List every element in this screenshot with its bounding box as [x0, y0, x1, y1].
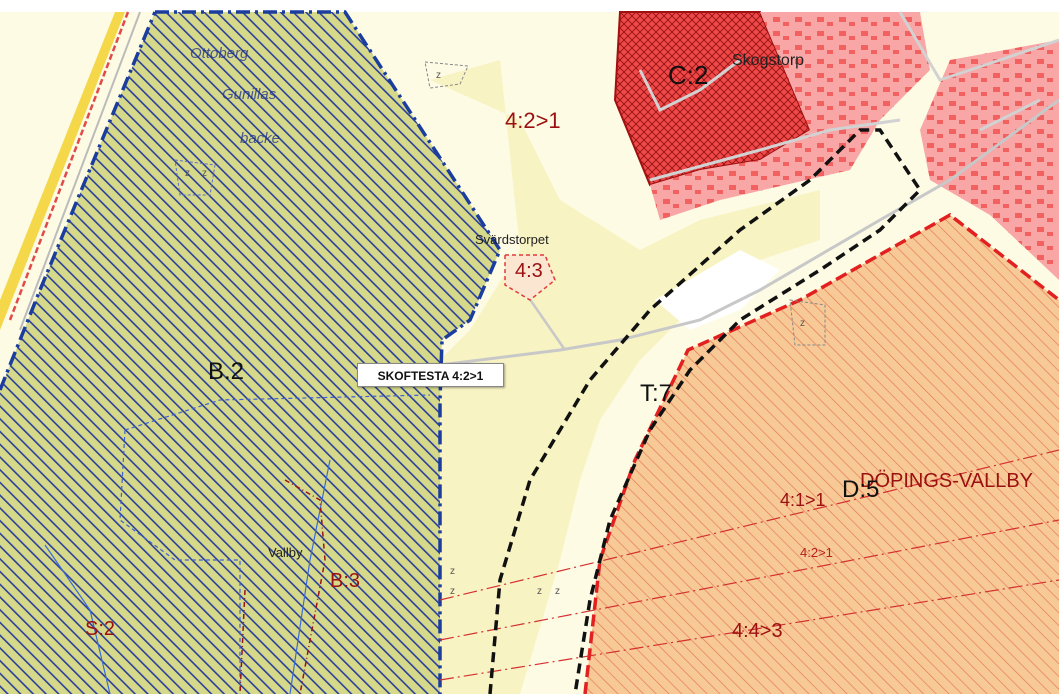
callout-skoftesta[interactable]: SKOFTESTA 4:2>1: [357, 363, 504, 387]
label-place-gunillas: Gunillas: [222, 86, 277, 103]
white-clearing: [655, 250, 780, 330]
label-place-backe: backe: [240, 130, 281, 147]
label-zone-44: 4:4>3: [732, 620, 783, 642]
label-zone-43: 4:3: [515, 260, 543, 282]
zone-b2-inner-boundary: [119, 394, 431, 694]
z-symbol: z: [555, 586, 560, 597]
zone-c2-area[interactable]: [615, 12, 810, 185]
label-place-dopings-vallby: DÖPINGS-VALLBY: [860, 470, 1034, 492]
residential-area-east[interactable]: [920, 40, 1059, 280]
label-zone-42-small: 4:2>1: [800, 545, 833, 560]
label-place-skogstorp: Skogstorp: [732, 52, 805, 69]
corridor-t7-border[interactable]: [488, 128, 923, 694]
z-symbol: z: [537, 586, 542, 597]
label-zone-c2: C:2: [668, 60, 709, 90]
z-symbol: z: [450, 586, 455, 597]
red-path-b3: [239, 479, 326, 694]
pale-yellow-area-center: [430, 60, 820, 694]
highway-edge-red: [8, 11, 130, 321]
residential-area-north[interactable]: [650, 12, 930, 220]
label-zone-b3: B:3: [330, 570, 361, 592]
z-symbol: z: [800, 318, 805, 329]
label-zone-north: 4:2>1: [505, 108, 561, 133]
highway-edge-gray: [19, 11, 141, 331]
label-zone-b2: B.2: [208, 358, 245, 385]
zone-d5-inner-lines: [439, 449, 1059, 681]
small-outline-west: [174, 159, 216, 196]
z-symbol: z: [202, 168, 207, 179]
label-zone-s2: S:2: [85, 618, 116, 640]
road-northeast: [898, 11, 1059, 132]
stream-line: [44, 459, 331, 694]
road-skogstorp: [638, 58, 901, 182]
label-zone-t7: T:7: [640, 380, 673, 407]
zone-d5-border: [583, 212, 1059, 694]
label-place-ottoberg: Ottoberg: [190, 45, 249, 62]
highway: [0, 12, 125, 330]
zone-b2-area[interactable]: [0, 12, 500, 694]
small-outline-east: [789, 299, 826, 346]
zone-43-outline[interactable]: [504, 254, 556, 301]
label-zone-41: 4:1>1: [780, 490, 826, 510]
z-symbol: z: [185, 168, 190, 179]
zone-d5-area[interactable]: [585, 215, 1059, 694]
z-symbol: z: [436, 70, 441, 81]
top-white-strip: [0, 0, 1059, 12]
zone-b2-border: [0, 10, 502, 694]
small-outline-north: [424, 61, 469, 89]
label-zone-d5: D:5: [842, 476, 880, 503]
label-place-vallby: Vallby: [268, 545, 303, 560]
road-main: [439, 98, 1059, 367]
label-place-svardstorpet: Svärdstorpet: [475, 232, 549, 247]
z-symbol: z: [450, 566, 455, 577]
